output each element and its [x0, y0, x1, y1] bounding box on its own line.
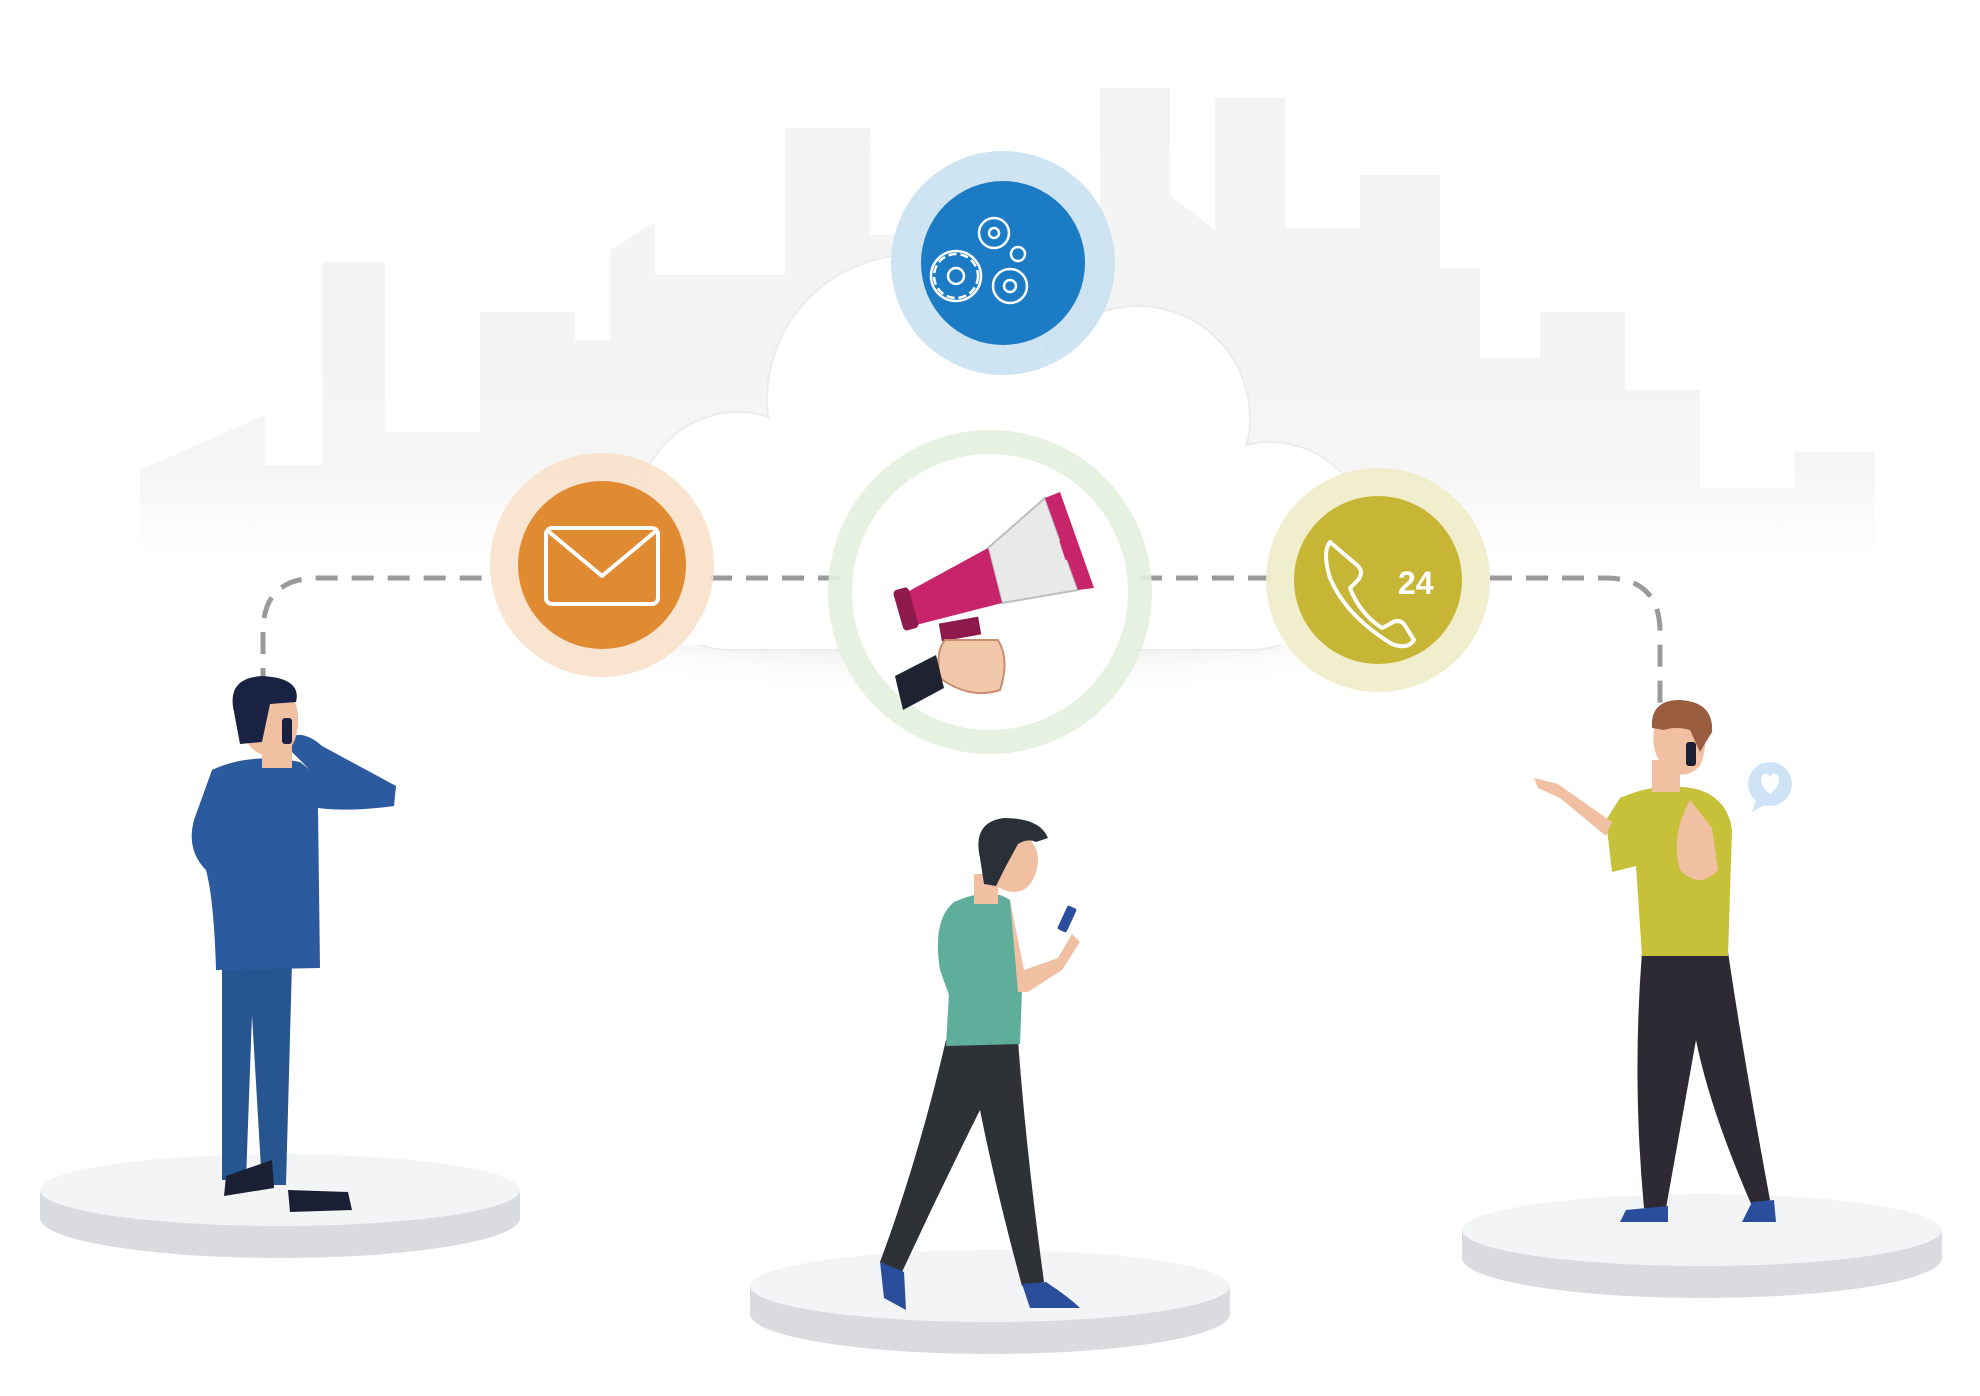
platform-right	[1462, 1194, 1942, 1298]
person-pointing	[1534, 700, 1776, 1222]
megaphone-icon	[893, 492, 1094, 710]
platform-left	[40, 1154, 520, 1258]
connector-lines	[260, 575, 1663, 712]
gears-badge	[891, 151, 1115, 375]
person-walker	[880, 818, 1080, 1310]
heart-icon	[1761, 773, 1779, 794]
speech-bubble	[1748, 762, 1792, 812]
platform-center	[750, 1250, 1230, 1354]
person-businessman	[191, 676, 396, 1212]
phone-badge: 24	[1266, 468, 1490, 692]
email-badge	[490, 453, 714, 677]
phone-24-label: 24	[1398, 565, 1434, 601]
phone-icon	[1324, 540, 1416, 649]
megaphone-badge	[828, 430, 1152, 754]
gears-icon	[929, 216, 1029, 305]
envelope-icon	[544, 526, 660, 606]
